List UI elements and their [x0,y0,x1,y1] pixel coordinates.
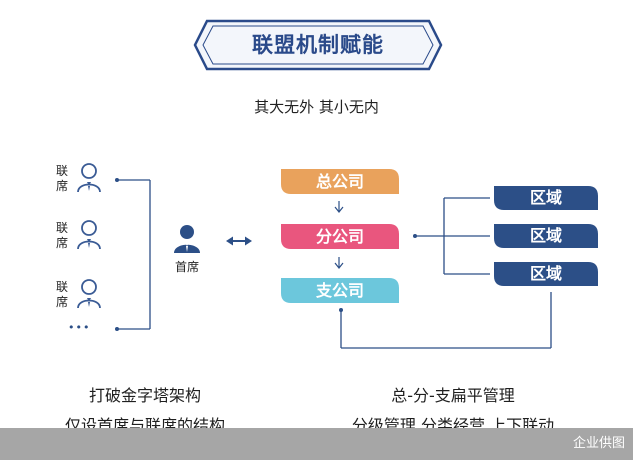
connector-lines [115,178,552,349]
page-title: 联盟机制赋能 [252,33,384,57]
region-box-shape [494,262,598,286]
person-outline-icon [76,162,102,198]
right-caption-line1: 总-分-支扁平管理 [391,386,515,405]
region-box-label: 区域 [529,188,562,207]
left-node-2: 联 席 [54,221,70,251]
person-outline-icon [76,219,102,255]
node-label-bottom: 席 [55,179,68,193]
chief-person-icon [173,224,201,258]
region-box-label: 区域 [529,226,562,245]
company-box-shape [281,169,399,194]
ellipsis-indicator: ••• [68,321,91,334]
left-node-3: 联 席 [54,280,70,310]
footer-bar: 企业供图 [0,428,633,460]
company-box-label: 总公司 [315,172,364,191]
company-box-head: 总公司 [281,169,399,194]
company-box-shape [281,224,399,249]
node-label-top: 联 [55,164,68,178]
company-box-shape [281,278,399,303]
region-box-1: 区域 [494,186,598,210]
node-label-bottom: 席 [55,295,68,309]
node-label-top: 联 [55,280,68,294]
region-box-3: 区域 [494,262,598,286]
watermark-text: 企业供图 [572,436,625,451]
region-box-2: 区域 [494,224,598,248]
left-node-1: 联 席 [54,164,70,194]
chief-label: 首席 [174,260,199,274]
subtitle: 其大无外 其小无内 [254,98,379,116]
company-box-label: 支公司 [315,281,364,300]
company-box-sub: 支公司 [281,278,399,303]
company-box-label: 分公司 [315,227,364,246]
title-badge: 联盟机制赋能 [193,19,443,71]
company-box-branch: 分公司 [281,224,399,249]
region-box-shape [494,224,598,248]
node-label-top: 联 [55,221,68,235]
region-box-label: 区域 [529,264,562,283]
left-caption-line1: 打破金字塔架构 [88,386,201,405]
region-box-shape [494,186,598,210]
node-label-bottom: 席 [55,236,68,250]
person-outline-icon [76,278,102,314]
title-badge-frame [193,19,443,71]
